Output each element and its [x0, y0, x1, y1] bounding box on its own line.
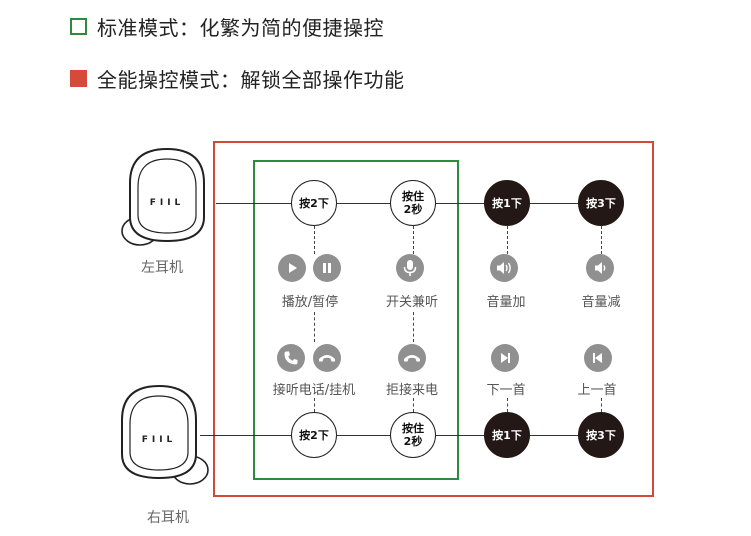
dash-left-press1: [507, 226, 508, 254]
right-hold-line2: 2秒: [403, 435, 423, 448]
svg-text:FIIL: FIIL: [150, 198, 185, 208]
legend-full-mode: 全能操控模式：解锁全部操作功能: [70, 64, 405, 93]
legend-red-square: [70, 70, 87, 87]
right-press-twice-text: 按2下: [299, 428, 329, 442]
left-press-once-text: 按1下: [492, 196, 522, 210]
volume-down-icon: [586, 254, 614, 282]
dash-center-answer: [314, 312, 315, 342]
right-press-once-text: 按1下: [492, 428, 522, 442]
dash-right-press1: [507, 398, 508, 412]
reject-call-icon: [398, 344, 426, 372]
right-press-thrice-text: 按3下: [586, 428, 616, 442]
volume-down-label: 音量减: [581, 295, 621, 310]
next-track-icon: [491, 344, 519, 372]
dash-left-hold: [413, 226, 414, 254]
volume-up-icon: [490, 254, 518, 282]
volume-up-label: 音量加: [486, 295, 526, 310]
right-hold-line1: 按住: [402, 422, 424, 435]
transparency-label: 开关兼听: [385, 295, 438, 310]
left-press-once-node: 按1下: [484, 180, 530, 226]
dash-right-hold: [413, 398, 414, 412]
phone-answer-icon: [277, 344, 305, 372]
full-mode-frame: [213, 141, 654, 497]
legend-standard-text: 标准模式：化繁为简的便捷操控: [97, 16, 384, 40]
dash-right-press3: [601, 398, 602, 412]
right-press-thrice-node: 按3下: [578, 412, 624, 458]
microphone-icon: [396, 254, 424, 282]
svg-text:FIIL: FIIL: [142, 435, 177, 445]
standard-mode-frame: [253, 160, 459, 480]
previous-track-label: 上一首: [577, 383, 617, 398]
legend-green-square: [70, 18, 87, 35]
dash-left-press3: [601, 226, 602, 254]
left-press-twice-text: 按2下: [299, 196, 329, 210]
right-earbud-icon: FIIL: [121, 384, 209, 485]
dash-right-press2: [314, 398, 315, 412]
legend-standard-mode: 标准模式：化繁为简的便捷操控: [70, 12, 384, 41]
right-press-once-node: 按1下: [484, 412, 530, 458]
right-earbud-label: 右耳机: [147, 510, 189, 526]
play-icon: [278, 254, 306, 282]
left-earbud-icon: FIIL: [121, 147, 205, 246]
left-press-thrice-node: 按3下: [578, 180, 624, 226]
phone-hangup-icon: [313, 344, 341, 372]
left-hold-line2: 2秒: [403, 203, 423, 216]
pause-icon: [313, 254, 341, 282]
dash-left-press2: [314, 226, 315, 254]
previous-track-icon: [584, 344, 612, 372]
left-earbud-label: 左耳机: [141, 260, 183, 276]
dash-center-reject: [413, 312, 414, 342]
left-hold-line1: 按住: [402, 190, 424, 203]
next-track-label: 下一首: [486, 383, 526, 398]
left-press-twice-node: 按2下: [291, 180, 337, 226]
play-pause-label: 播放/暂停: [281, 295, 339, 310]
legend-full-text: 全能操控模式：解锁全部操作功能: [97, 68, 405, 92]
answer-hangup-label: 接听电话/挂机: [272, 383, 356, 398]
reject-call-label: 拒接来电: [385, 383, 438, 398]
left-press-thrice-text: 按3下: [586, 196, 616, 210]
right-press-twice-node: 按2下: [291, 412, 337, 458]
